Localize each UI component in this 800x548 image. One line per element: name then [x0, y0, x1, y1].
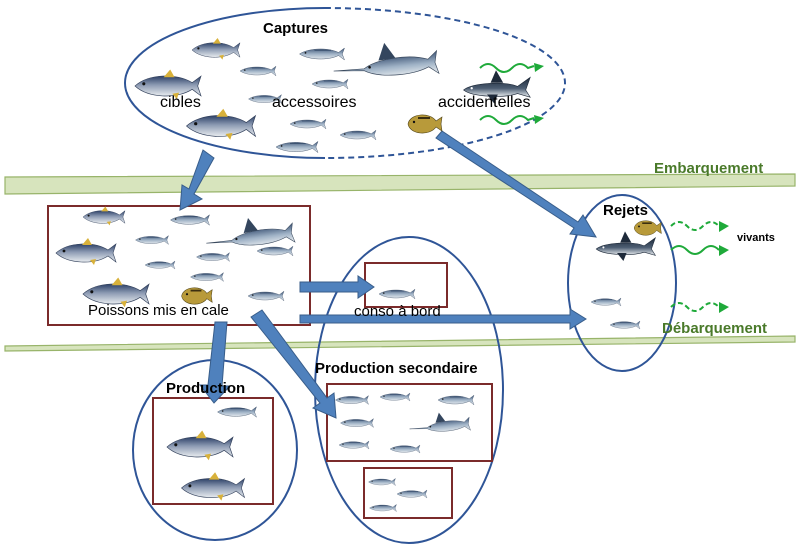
arrow-cale-to-rejets	[299, 308, 587, 330]
arrow-cale-to-production	[198, 321, 232, 404]
rejets-title: Rejets	[603, 202, 649, 219]
debarquement-band	[4, 335, 796, 352]
captures-ellipse	[124, 7, 326, 159]
conso-box	[364, 262, 448, 308]
arrow-cale-to-conso	[299, 275, 375, 299]
arrow-captures-to-cale	[179, 149, 215, 211]
arrow-captures-to-rejets	[435, 130, 597, 238]
wavy-arrow-vivants	[670, 245, 720, 255]
fish-icon	[335, 392, 475, 512]
wavy-arrow-dashed-2	[670, 302, 720, 312]
accidentelles-label: accidentelles	[438, 94, 531, 111]
fish-icon	[378, 288, 416, 300]
embarquement-band	[4, 173, 796, 195]
embarquement-label: Embarquement	[654, 160, 764, 177]
production-secondaire-title: Production secondaire	[315, 360, 478, 377]
arrow-cale-to-production-secondaire	[250, 309, 337, 419]
debarquement-label: Débarquement	[662, 320, 768, 337]
poissons-mis-en-cale-label: Poissons mis en cale	[88, 302, 229, 319]
wavy-arrow-1	[479, 63, 535, 73]
wavy-arrow-dashed-1	[670, 221, 720, 231]
fish-icon	[55, 206, 296, 308]
cale-box	[47, 205, 311, 326]
fish-icon	[166, 406, 257, 502]
rejets-ellipse	[567, 194, 677, 372]
production-secondaire-box	[326, 383, 493, 462]
shark-icon	[595, 230, 656, 262]
accessoires-label: accessoires	[272, 94, 357, 111]
captures-ellipse-dashed	[324, 7, 566, 159]
wavy-arrow-2	[479, 115, 535, 125]
conso-a-bord-label: conso à bord	[354, 303, 441, 320]
production-title: Production	[166, 380, 246, 397]
cibles-label: cibles	[160, 94, 201, 111]
vivants-label: vivants	[737, 232, 775, 244]
captures-title: Captures	[263, 20, 329, 37]
production-secondaire-small-box	[363, 467, 453, 519]
